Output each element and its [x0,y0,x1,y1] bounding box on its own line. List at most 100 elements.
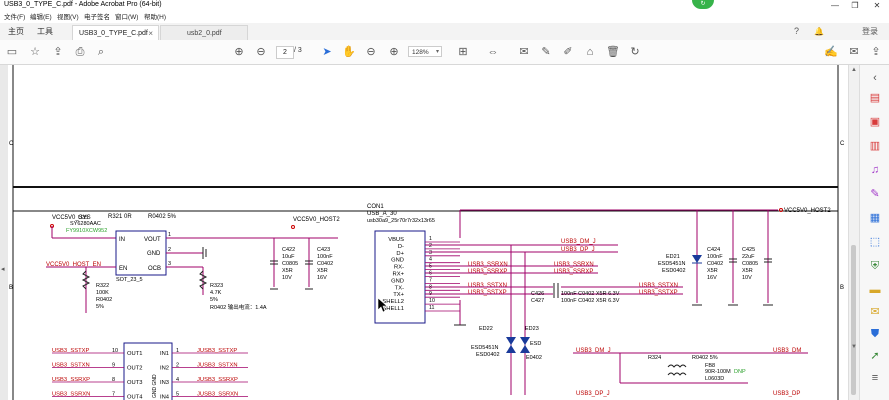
bottom-right-net: JUSB3_SSTXP [197,348,237,354]
delete-icon[interactable]: 🗑 [606,46,620,58]
draw-icon[interactable]: ✐ [563,46,573,58]
print-icon[interactable]: ⎙ [75,46,85,58]
net-dp-j-low: USB3_DP_J [576,391,610,397]
ed21-ref: ED21 [666,254,680,260]
bell-icon[interactable]: 🔔 [814,27,824,36]
zoom-level-value: 128% [412,49,429,56]
bottom-out-pin: OUT4 [127,395,143,400]
con1-name: USB_A_30 [367,211,397,217]
net-sstxn-left: USB3_SSTXN [468,283,507,289]
star-icon[interactable]: ☆ [30,46,40,58]
net-dp-j: USB3_DP_J [561,247,595,253]
tab-document-usb2[interactable]: usb2_0.pdf [160,25,248,40]
r322-ref: R322 [96,283,109,289]
title-bar: USB3_0_TYPE_C.pdf - Adobe Acrobat Pro (6… [0,0,889,12]
sign-icon[interactable]: ✍ [824,46,838,58]
comment-icon[interactable]: ✉ [519,46,529,58]
page-number-input[interactable]: 2 [276,46,294,59]
stamp-icon[interactable]: ⌂ [586,46,594,58]
menu-file[interactable]: 文件(F) [4,14,26,21]
minimize-button[interactable]: — [831,1,839,10]
scan-icon[interactable]: ⬚ [869,236,881,248]
r324-val: R0402 5% [692,355,718,361]
left-panel-toggle[interactable]: ◂ [0,65,8,400]
vertical-scrollbar[interactable]: ▲ ▼ [848,65,859,400]
zoom-level-select[interactable]: 128% ▾ [408,46,442,57]
send-icon[interactable]: ➚ [870,350,880,362]
usb-pin-label: SHELL2 [382,299,404,305]
ldo-part: SY6280AAC [70,221,101,227]
scroll-down-icon[interactable]: ▼ [851,344,857,350]
mouse-cursor [377,297,388,313]
comment-tool-icon[interactable]: ▬ [869,284,881,296]
export-pdf-icon[interactable]: ▤ [869,92,881,104]
tab-document-label: USB3_0_TYPE_C.pdf [79,30,148,37]
create-pdf-icon[interactable]: ▣ [869,116,881,128]
ldo-pin-ocb: OCB [148,266,161,272]
hand-tool-icon[interactable]: ✋ [342,46,356,58]
border-row-c: C [9,141,14,147]
net-ssrxn-left: USB3_SSRXN [468,262,508,268]
zoom-in-icon[interactable]: ⊕ [389,46,399,58]
toolbar: ▭ ☆ ⇪ ⎙ ⌕ ⊕ ⊖ 2 / 3 ➤ ✋ ⊖ ⊕ 128% ▾ ⊞ ⇔ ✉… [0,40,889,65]
tab-home[interactable]: 主页 [8,27,24,36]
scroll-thumb[interactable] [851,245,856,395]
combine-files-icon[interactable]: ♫ [870,164,880,176]
restore-button[interactable]: ❐ [851,1,859,10]
window-title: USB3_0_TYPE_C.pdf - Adobe Acrobat Pro (6… [4,1,162,8]
r322-val: 100K [96,290,109,296]
rotate-icon[interactable]: ↻ [630,46,640,58]
c424-ref: C424 [707,247,720,253]
highlight-pen-icon[interactable]: ✎ [541,46,551,58]
edit-pdf-icon[interactable]: ▦ [869,212,881,224]
net-dm-j-low: USB3_DM_J [576,348,611,354]
tab-document-usb3[interactable]: USB3_0_TYPE_C.pdf × [72,25,159,40]
ldo-package: SOT_23_5 [116,277,143,283]
close-window-button[interactable]: ✕ [873,1,881,10]
page-up-icon[interactable]: ⊕ [234,46,244,58]
zoom-out-icon[interactable]: ⊖ [366,46,376,58]
menu-edit[interactable]: 编辑(E) [30,14,52,21]
ed23-part: ESD [530,341,541,347]
bottom-left-net: USB3_SSRXN [52,392,90,398]
menu-esign[interactable]: 电子签名 [84,14,110,21]
help-icon[interactable]: ? [794,26,800,36]
scroll-mode-icon[interactable]: ⇔ [487,46,499,58]
protect-icon[interactable]: ⛨ [870,260,880,272]
fill-sign-icon[interactable]: ✎ [870,188,880,200]
bottom-right-net: JUSB3_SSTXN [197,363,238,369]
ldo-pin-vout: VOUT [144,237,161,243]
signin-button[interactable]: 登录 [862,27,878,36]
select-cursor-icon[interactable]: ➤ [322,46,332,58]
menu-view[interactable]: 视图(V) [57,14,79,21]
net-usb3-dm: USB3_DM [773,348,801,354]
update-icon[interactable]: ↻ [692,0,714,9]
ed22-pkg: ESD0402 [476,352,500,358]
bottom-right-net: JUSB3_SSRXP [197,377,238,383]
page-down-icon[interactable]: ⊖ [256,46,266,58]
tab-tools[interactable]: 工具 [37,27,53,36]
r324-ref: R324 [648,355,661,361]
c425-ref: C425 [742,247,755,253]
organize-pages-icon[interactable]: ▥ [869,140,881,152]
net-ssrxp-right: USB3_SSRXP [554,269,593,275]
ldo-ref: U35 [78,215,88,221]
save-icon[interactable]: ▭ [6,46,18,58]
r0402-label: R0402 5% [148,214,177,220]
share-icon[interactable]: ⇪ [871,46,881,58]
shield-icon[interactable]: ⛊ [870,328,880,340]
menu-help[interactable]: 帮助(H) [144,14,167,21]
fit-page-icon[interactable]: ⊞ [458,46,468,58]
menu-window[interactable]: 窗口(W) [115,14,139,21]
upload-icon[interactable]: ⇪ [53,46,63,58]
close-icon[interactable]: × [148,29,153,38]
stamp-tool-icon[interactable]: ✉ [870,306,880,318]
vcc-sys-label: VCC5V0_SYS [52,215,91,221]
scroll-up-icon[interactable]: ▲ [851,67,857,73]
border-row-c-right: C [840,141,845,147]
document-view[interactable]: C C B B VCC5V0_SYS U35 SY6280AAC FY9910X… [8,65,848,400]
more-tools-icon[interactable]: ≡ [871,372,879,384]
zoom-search-icon[interactable]: ⌕ [97,46,105,58]
mail-icon[interactable]: ✉ [849,46,859,58]
collapse-panel-icon[interactable]: ‹ [873,72,877,84]
